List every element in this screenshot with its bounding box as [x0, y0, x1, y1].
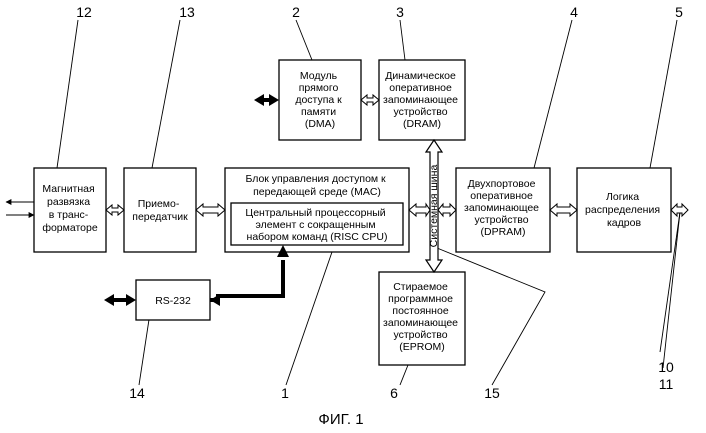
magnetic-transceiver-arrow [106, 205, 124, 215]
dpram-logic-arrow [550, 204, 577, 216]
dma-dram-arrow [361, 95, 379, 105]
rs232-text: RS-232 [155, 295, 191, 307]
ref-4: 4 [570, 4, 578, 20]
transceiver-text: Приемо- передатчик [132, 198, 188, 223]
ref-12: 12 [76, 4, 92, 20]
rs232-external-arrow [104, 294, 136, 306]
dma-external-arrow [254, 94, 279, 106]
ref-11: 11 [659, 376, 674, 392]
system-bus-label: Системная шина [428, 165, 440, 248]
mac-bus-arrow [409, 204, 430, 216]
mac-text: Блок управления доступом к передающей ср… [245, 173, 388, 198]
transceiver-block [124, 168, 196, 252]
ref-1: 1 [281, 385, 289, 401]
transceiver-mac-arrow [196, 204, 225, 216]
magnetic-text: Магнитная развязка в транс- форматоре [42, 183, 98, 234]
risc-text: Центральный процессорный элемент с сокра… [245, 207, 388, 243]
bus-dpram-arrow [438, 204, 456, 216]
ref-15: 15 [484, 385, 500, 401]
ref-5: 5 [675, 4, 683, 20]
ref-10: 10 [658, 359, 674, 375]
ref-13: 13 [179, 4, 195, 20]
ref-3: 3 [396, 4, 404, 20]
ref-6: 6 [390, 385, 398, 401]
ref-14: 14 [129, 385, 145, 401]
figure-caption: ФИГ. 1 [318, 411, 363, 428]
rs232-cpu-arrow [210, 245, 289, 306]
ref-2: 2 [292, 4, 300, 20]
